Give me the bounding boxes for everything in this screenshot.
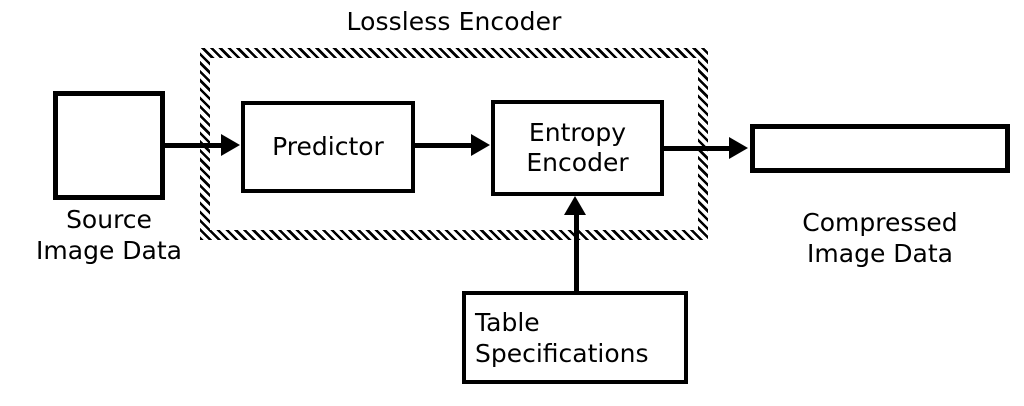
arrowhead-table-specifications-to-entropy-encoder [564,196,586,215]
entropy-encoder-box: Entropy Encoder [491,100,664,196]
table-specifications-box: Table Specifications [462,291,688,384]
entropy-encoder-label: Entropy Encoder [526,118,629,177]
enclosure-title: Lossless Encoder [346,7,562,36]
arrowhead-predictor-to-entropy-encoder [471,134,490,156]
compressed-image-data-caption: Compressed Image Data [802,208,958,268]
edge-entropy-encoder-to-compressed [663,146,731,151]
predictor-box: Predictor [241,101,415,193]
compressed-image-data-box [750,124,1010,173]
edge-predictor-to-entropy-encoder [415,143,473,148]
arrowhead-source-to-predictor [221,134,240,156]
source-image-data-box [53,91,165,200]
table-specifications-label: Table Specifications [475,307,649,368]
edge-table-specifications-to-entropy-encoder [574,214,579,294]
arrowhead-entropy-encoder-to-compressed [729,137,748,159]
source-image-data-caption: Source Image Data [36,205,182,265]
edge-source-to-predictor [165,143,223,148]
predictor-label: Predictor [272,132,384,161]
